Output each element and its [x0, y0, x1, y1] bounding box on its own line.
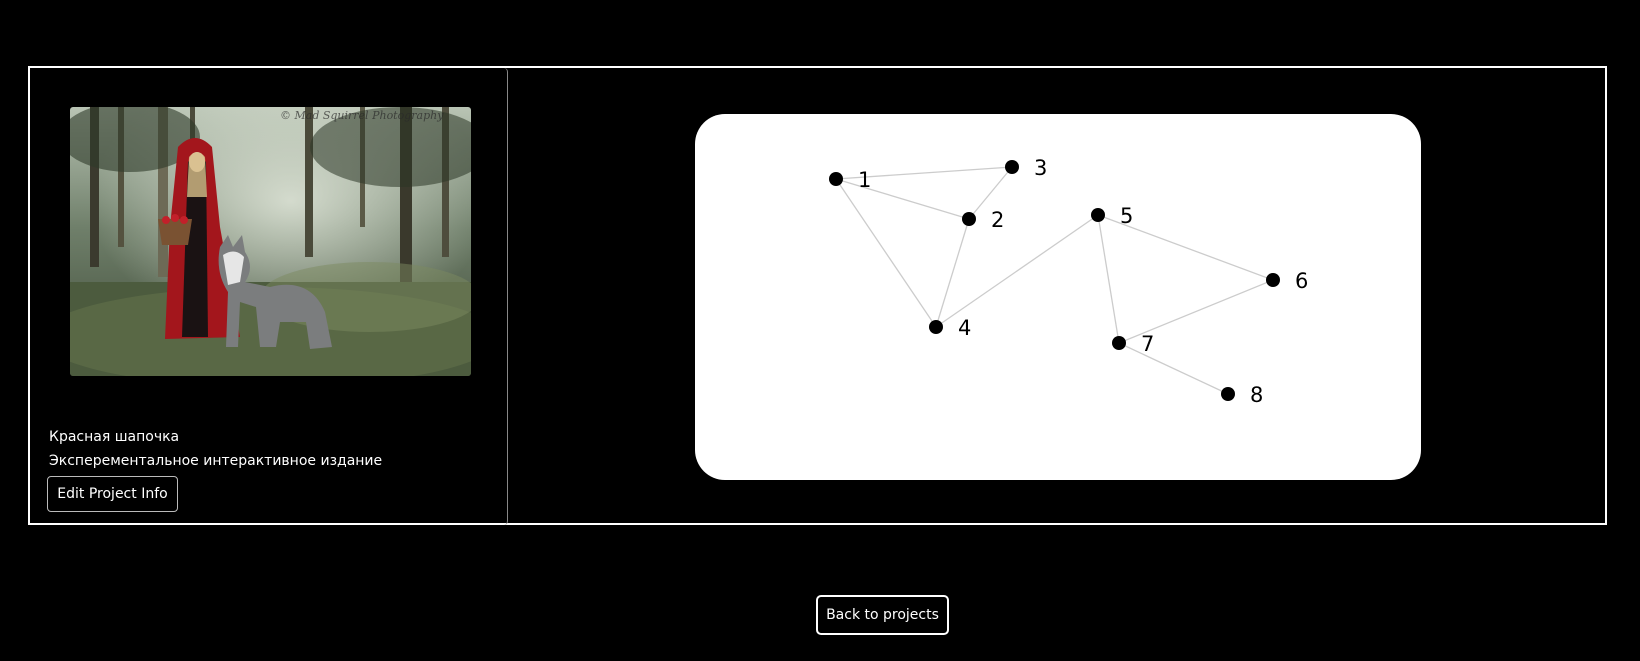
project-info-panel: © Mad Squirrel Photography Красная шапоч…: [32, 68, 508, 525]
graph-edge-4-5: [935, 214, 1099, 328]
graph-node-8[interactable]: 8: [1221, 383, 1263, 407]
graph-node-dot[interactable]: [829, 172, 843, 186]
graph-node-dot[interactable]: [929, 320, 943, 334]
graph-edge-2-4: [935, 218, 970, 328]
story-graph-canvas[interactable]: 1 2 3 4 5 6 7 8: [695, 114, 1421, 480]
graph-edge-5-7: [1097, 214, 1120, 344]
graph-node-label: 7: [1141, 332, 1154, 356]
graph-node-4[interactable]: 4: [929, 316, 971, 340]
graph-node-6[interactable]: 6: [1266, 269, 1308, 293]
graph-node-dot[interactable]: [1005, 160, 1019, 174]
story-graph[interactable]: 1 2 3 4 5 6 7 8: [695, 114, 1421, 480]
graph-edge-1-3: [835, 166, 1013, 180]
graph-edge-1-2: [835, 178, 970, 220]
project-subtitle: Эксперементальное интерактивное издание: [49, 453, 383, 469]
graph-node-dot[interactable]: [1091, 208, 1105, 222]
edit-project-info-button[interactable]: Edit Project Info: [47, 476, 178, 512]
graph-edge-6-7: [1118, 279, 1274, 344]
graph-node-label: 2: [991, 208, 1004, 232]
graph-edge-7-8: [1118, 342, 1229, 395]
graph-node-label: 6: [1295, 269, 1308, 293]
graph-node-label: 5: [1120, 204, 1133, 228]
graph-node-1[interactable]: 1: [829, 168, 871, 192]
svg-text:© Mad Squirrel Photography: © Mad Squirrel Photography: [280, 109, 444, 122]
graph-edge-5-6: [1097, 214, 1274, 281]
graph-node-label: 1: [858, 168, 871, 192]
graph-node-label: 4: [958, 316, 971, 340]
project-title: Красная шапочка: [49, 429, 180, 445]
project-cover-image: © Mad Squirrel Photography: [70, 107, 471, 376]
graph-node-dot[interactable]: [1112, 336, 1126, 350]
graph-node-3[interactable]: 3: [1005, 156, 1047, 180]
graph-edge-3-2: [968, 166, 1013, 220]
back-to-projects-button[interactable]: Back to projects: [816, 595, 949, 635]
graph-node-label: 3: [1034, 156, 1047, 180]
graph-node-dot[interactable]: [1221, 387, 1235, 401]
project-panel: © Mad Squirrel Photography Красная шапоч…: [28, 66, 1607, 525]
graph-node-dot[interactable]: [962, 212, 976, 226]
graph-node-label: 8: [1250, 383, 1263, 407]
graph-node-7[interactable]: 7: [1112, 332, 1154, 356]
graph-edge-1-4: [835, 178, 937, 328]
graph-node-5[interactable]: 5: [1091, 204, 1133, 228]
graph-node-2[interactable]: 2: [962, 208, 1004, 232]
graph-node-dot[interactable]: [1266, 273, 1280, 287]
